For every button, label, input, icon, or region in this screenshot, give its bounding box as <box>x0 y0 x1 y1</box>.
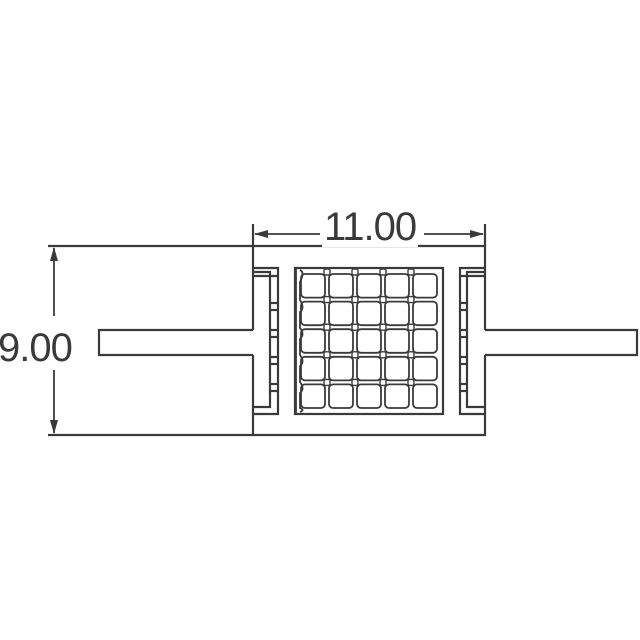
width-dimension <box>251 224 487 246</box>
array-cell <box>412 355 438 382</box>
height-arrow-down-icon <box>50 420 58 434</box>
array-nodes <box>323 268 415 387</box>
array-frame <box>293 266 445 416</box>
right-lead <box>485 328 639 357</box>
left-lead <box>97 328 253 357</box>
array-cell <box>300 328 326 354</box>
array-node <box>379 323 387 331</box>
array-cell <box>412 383 438 409</box>
array-cell <box>328 355 354 382</box>
left-terminal <box>253 266 280 416</box>
width-dimension-label: 11.00 <box>322 205 419 249</box>
array-node <box>407 351 415 359</box>
array-cell <box>384 383 410 409</box>
array-node <box>323 295 331 304</box>
array-cell <box>412 300 438 327</box>
array-cell <box>328 328 354 354</box>
array-node <box>351 323 359 331</box>
array-node <box>323 323 331 331</box>
array-cells <box>300 273 438 409</box>
array-node <box>379 295 387 304</box>
array-cell <box>384 273 410 299</box>
array-node <box>407 323 415 331</box>
width-arrow-left-icon <box>254 230 268 238</box>
array-cell <box>300 273 326 299</box>
array-cell <box>356 355 382 382</box>
array-cell <box>356 300 382 327</box>
cell-array <box>293 266 445 416</box>
array-node <box>323 351 331 359</box>
array-cell <box>300 383 326 409</box>
array-cell <box>300 300 326 327</box>
array-cell <box>384 328 410 354</box>
array-node <box>407 268 415 276</box>
array-node <box>407 378 415 387</box>
array-cell <box>328 383 354 409</box>
height-dimension-label: 9.00 <box>0 326 73 370</box>
array-cell <box>356 273 382 299</box>
array-cell <box>356 383 382 409</box>
array-node <box>323 268 331 276</box>
array-cell <box>412 328 438 354</box>
array-node <box>351 351 359 359</box>
array-cell <box>328 300 354 327</box>
array-node <box>351 378 359 387</box>
array-cell <box>384 355 410 382</box>
array-cell <box>384 300 410 327</box>
array-node <box>379 378 387 387</box>
array-cell <box>300 355 326 382</box>
height-arrow-up-icon <box>50 247 58 261</box>
array-node <box>323 378 331 387</box>
array-node <box>407 295 415 304</box>
array-cell <box>412 273 438 299</box>
width-arrow-right-icon <box>470 230 484 238</box>
right-terminal <box>458 266 485 416</box>
array-node <box>379 351 387 359</box>
array-node <box>351 268 359 276</box>
array-node <box>379 268 387 276</box>
height-dimension <box>48 244 252 437</box>
array-node <box>351 295 359 304</box>
array-cell <box>328 273 354 299</box>
array-cell <box>356 328 382 354</box>
